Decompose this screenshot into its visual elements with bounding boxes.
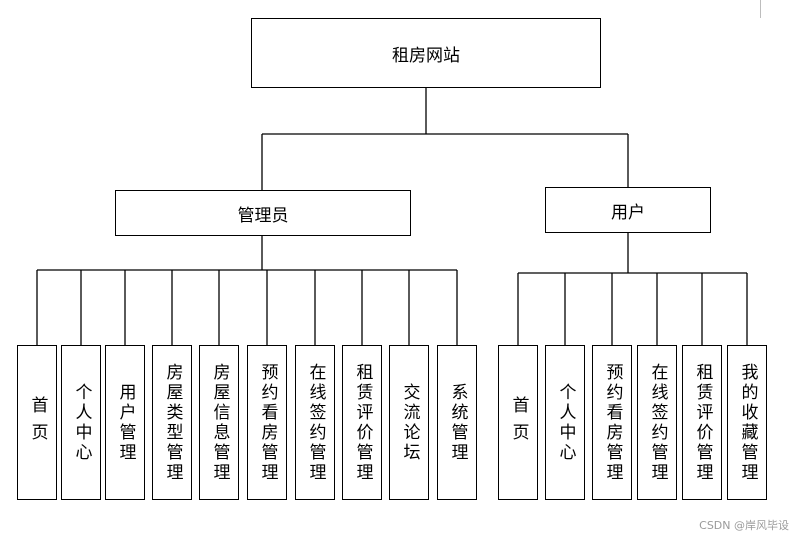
admin-item-label: 首页 xyxy=(27,395,48,450)
user-item: 预约看房管理 xyxy=(592,345,632,500)
admin-item-label: 租赁评价管理 xyxy=(352,362,373,483)
user-item: 租赁评价管理 xyxy=(682,345,722,500)
group-admin-label: 管理员 xyxy=(237,205,289,226)
user-item-label: 首页 xyxy=(508,395,529,450)
user-item-label: 预约看房管理 xyxy=(602,362,623,483)
admin-item: 预约看房管理 xyxy=(247,345,287,500)
admin-item-label: 交流论坛 xyxy=(399,382,420,463)
user-item-label: 在线签约管理 xyxy=(647,362,668,483)
admin-item-label: 房屋类型管理 xyxy=(162,362,183,483)
admin-item: 租赁评价管理 xyxy=(342,345,382,500)
admin-item-label: 预约看房管理 xyxy=(257,362,278,483)
admin-item: 交流论坛 xyxy=(389,345,429,500)
admin-item-label: 用户管理 xyxy=(115,382,136,463)
user-item: 我的收藏管理 xyxy=(727,345,767,500)
user-item: 首页 xyxy=(498,345,538,500)
admin-item: 首页 xyxy=(17,345,57,500)
user-item-label: 我的收藏管理 xyxy=(737,362,758,483)
root-label: 租房网站 xyxy=(392,45,460,66)
admin-item: 房屋类型管理 xyxy=(152,345,192,500)
user-item-label: 个人中心 xyxy=(555,382,576,463)
page-edge-marker xyxy=(760,0,761,18)
watermark: CSDN @岸风毕设 xyxy=(699,519,789,532)
root-node: 租房网站 xyxy=(251,18,601,88)
admin-item-label: 在线签约管理 xyxy=(305,362,326,483)
admin-item-label: 房屋信息管理 xyxy=(209,362,230,483)
admin-item: 系统管理 xyxy=(437,345,477,500)
admin-item: 个人中心 xyxy=(61,345,101,500)
admin-item-label: 个人中心 xyxy=(71,382,92,463)
group-user: 用户 xyxy=(545,187,711,233)
group-admin: 管理员 xyxy=(115,190,411,236)
user-item-label: 租赁评价管理 xyxy=(692,362,713,483)
admin-item: 用户管理 xyxy=(105,345,145,500)
user-item: 在线签约管理 xyxy=(637,345,677,500)
admin-item: 房屋信息管理 xyxy=(199,345,239,500)
admin-item-label: 系统管理 xyxy=(447,382,468,463)
admin-item: 在线签约管理 xyxy=(295,345,335,500)
user-item: 个人中心 xyxy=(545,345,585,500)
group-user-label: 用户 xyxy=(611,202,645,223)
